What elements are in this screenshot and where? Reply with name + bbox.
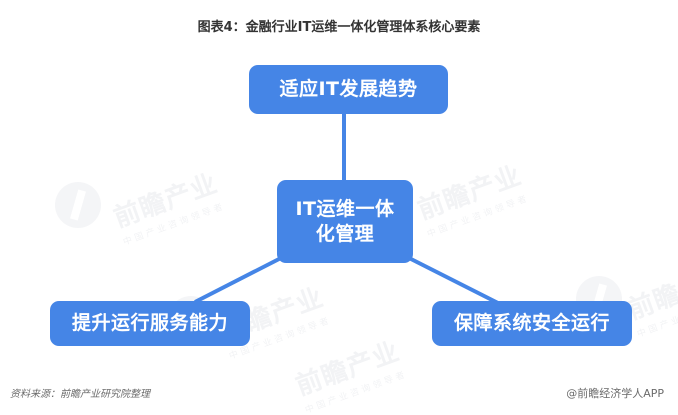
node-label: IT运维一体 化管理 xyxy=(295,197,394,246)
watermark-label: 前瞻产业 xyxy=(292,336,404,402)
connector-center-to-right xyxy=(408,256,499,305)
node-label-line1: IT运维一体 xyxy=(295,197,395,220)
watermark-label: 前瞻产业 xyxy=(414,160,526,226)
watermark-sublabel: 中国产业咨询领导者 xyxy=(636,293,678,340)
node-it-ops-integrated-management[interactable]: IT运维一体 化管理 xyxy=(277,180,413,263)
node-improve-service-capability[interactable]: 提升运行服务能力 xyxy=(50,301,250,346)
watermark-logo xyxy=(55,182,101,228)
watermark-sublabel: 中国产业咨询领导者 xyxy=(122,201,227,248)
watermark-label: 前瞻产业 xyxy=(624,260,678,326)
watermark-text: 前瞻产业 中国产业咨询领导者 xyxy=(290,331,409,415)
node-label: 适应IT发展趋势 xyxy=(279,78,418,101)
node-adapt-it-trends[interactable]: 适应IT发展趋势 xyxy=(249,65,448,114)
watermark-text: 前瞻产业 中国产业咨询领导者 xyxy=(412,155,531,240)
node-label: 提升运行服务能力 xyxy=(71,312,228,335)
chart-title: 图表4：金融行业IT运维一体化管理体系核心要素 xyxy=(197,20,481,35)
watermark-sublabel: 中国产业咨询领导者 xyxy=(304,369,409,415)
watermark-sublabel: 中国产业咨询领导者 xyxy=(426,193,531,240)
watermark-label: 前瞻产业 xyxy=(110,168,222,234)
node-label-line2: 化管理 xyxy=(315,222,375,245)
node-label: 保障系统安全运行 xyxy=(453,312,610,335)
source-note: 资料来源：前瞻产业研究院整理 xyxy=(10,389,150,400)
watermark-text: 前瞻产业 中国产业咨询领导者 xyxy=(108,163,227,248)
app-attribution: @前瞻经济学人APP xyxy=(566,387,664,400)
connector-center-to-left xyxy=(194,256,282,304)
node-ensure-system-security[interactable]: 保障系统安全运行 xyxy=(432,301,632,346)
